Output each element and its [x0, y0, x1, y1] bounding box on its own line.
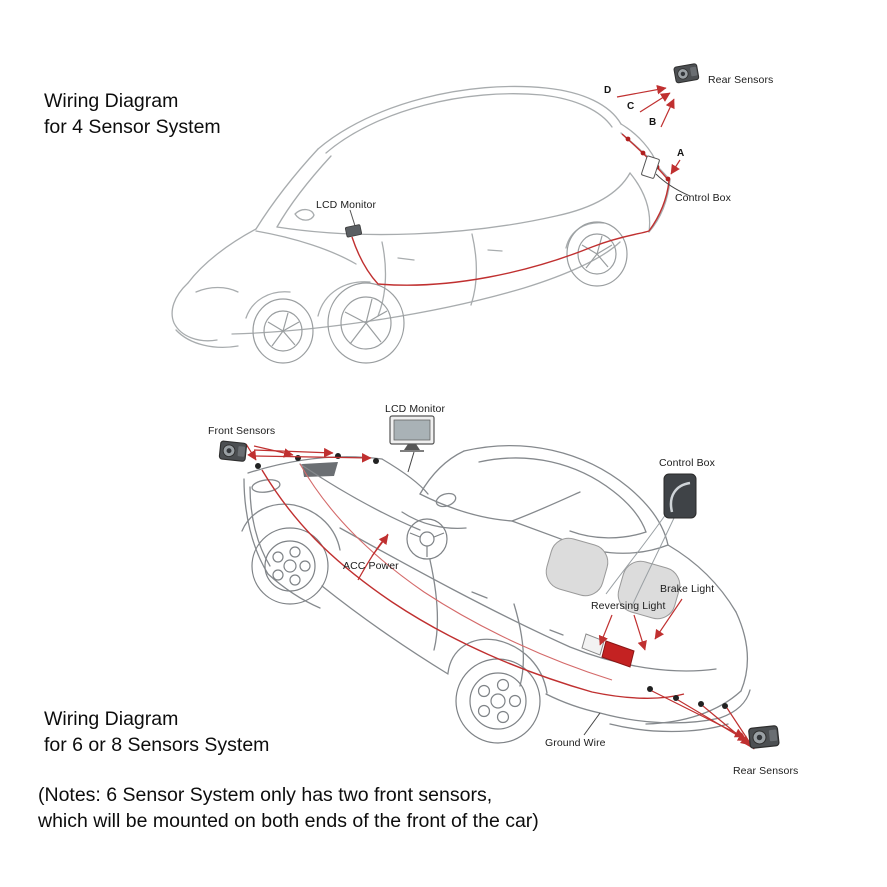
top-title-line1: Wiring Diagram	[44, 90, 179, 112]
top-sensor-arrows	[616, 84, 681, 175]
ground-wire-label: Ground Wire	[545, 737, 606, 749]
sensor-point-b: B	[649, 117, 657, 128]
lcd-monitor-top-label: LCD Monitor	[316, 199, 377, 211]
lcd-monitor-dash-icon-top	[344, 224, 362, 238]
control-box-bottom-label: Control Box	[659, 457, 715, 469]
top-title-line2: for 4 Sensor System	[44, 116, 221, 138]
sensor-point-c: C	[627, 101, 635, 112]
reversing-light-arrows	[598, 614, 647, 651]
bottom-title-line1: Wiring Diagram	[44, 708, 179, 730]
front-sensors-label: Front Sensors	[208, 425, 276, 437]
ground-wire-leader	[583, 712, 601, 736]
notes-text: (Notes: 6 Sensor System only has two fro…	[38, 782, 539, 834]
bottom-wiring-harness	[261, 463, 685, 699]
acc-power-label: ACC Power	[343, 560, 399, 572]
brake-light-label: Brake Light	[660, 583, 715, 595]
control-box-icon-bottom	[663, 473, 697, 519]
front-sensors-icon	[218, 440, 248, 463]
notes-line2: which will be mounted on both ends of th…	[38, 810, 539, 832]
brake-light-arrow	[654, 598, 683, 640]
control-box-top-label: Control Box	[675, 192, 731, 204]
reversing-light-label: Reversing Light	[591, 600, 666, 612]
rear-sensors-top-label: Rear Sensors	[708, 74, 774, 86]
bottom-car-wheels	[251, 527, 541, 744]
rear-sensor-arrows-bottom	[651, 690, 755, 750]
lcd-monitor-icon-bottom	[389, 415, 435, 452]
bottom-diagram-title: Wiring Diagram for 6 or 8 Sensors System	[44, 706, 269, 758]
rear-sensor-dots-bottom	[647, 686, 728, 709]
top-car-wheels	[252, 221, 628, 364]
front-sensor-arrows	[245, 443, 372, 463]
top-wiring-harness	[351, 133, 670, 286]
lcd-monitor-leader-bottom	[407, 451, 415, 473]
rear-sensors-bottom-label: Rear Sensors	[733, 765, 799, 777]
rear-sensors-icon-top	[673, 62, 700, 84]
reversing-lamp	[581, 633, 605, 656]
bottom-car-interior	[406, 518, 681, 620]
tail-light	[601, 640, 635, 668]
control-box-icon-top	[641, 155, 691, 197]
rear-sensors-icon-bottom	[747, 724, 780, 750]
top-diagram-title: Wiring Diagram for 4 Sensor System	[44, 88, 221, 140]
lcd-monitor-bottom-label: LCD Monitor	[385, 403, 446, 415]
acc-power-arrow	[371, 534, 389, 557]
notes-line1: (Notes: 6 Sensor System only has two fro…	[38, 784, 493, 806]
sensor-point-d: D	[604, 85, 612, 96]
top-car-sketch	[171, 85, 671, 348]
sensor-point-a: A	[677, 148, 685, 159]
bottom-title-line2: for 6 or 8 Sensors System	[44, 734, 270, 756]
